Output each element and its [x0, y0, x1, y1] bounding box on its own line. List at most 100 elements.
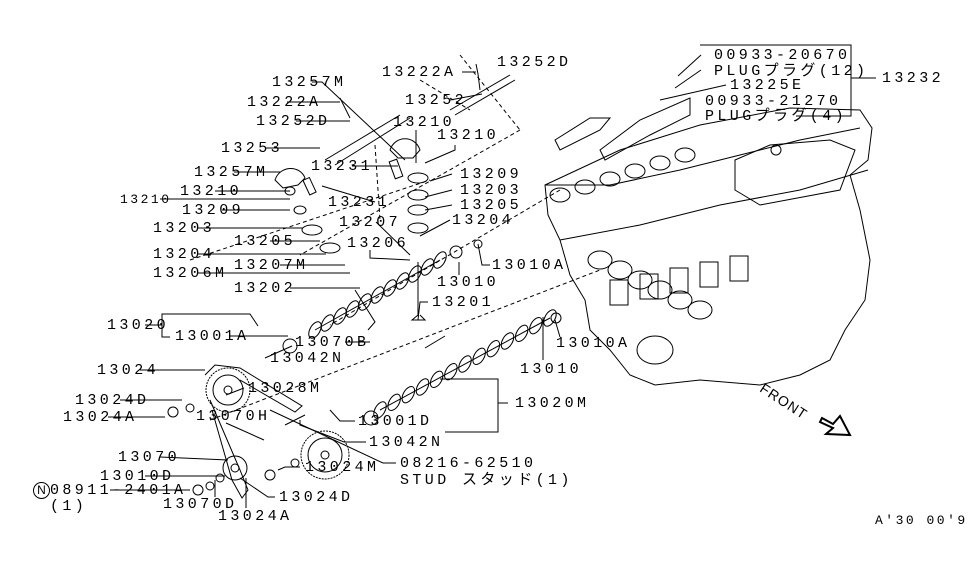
block-rib	[669, 267, 689, 294]
upper-camshaft-lobe	[308, 321, 322, 339]
intake-valve	[410, 262, 427, 321]
part-label: 08216-62510	[400, 455, 537, 472]
lower-camshaft-lobe	[514, 324, 529, 343]
part-label: 13203	[153, 220, 216, 237]
engine-block-outline	[544, 107, 873, 386]
lower-camshaft-lobe	[543, 309, 557, 327]
part-label: 13210	[437, 127, 500, 144]
leader-line	[424, 204, 453, 211]
plug-label-4: PLUGプラグ(4)	[705, 108, 848, 125]
washer	[449, 245, 463, 259]
lower-camshaft-lobe	[458, 355, 472, 373]
cam-sprocket	[300, 430, 350, 480]
leader-line	[419, 79, 471, 111]
block-boss	[587, 250, 613, 270]
upper-camshaft-lobe	[395, 272, 410, 290]
leader-line	[659, 84, 727, 101]
leader-line	[225, 422, 265, 441]
intake-port	[734, 139, 856, 206]
part-label: STUD スタッド(1)	[400, 472, 573, 489]
plug-part-number-2: 00933-21270	[705, 93, 842, 110]
leader-line	[424, 189, 453, 198]
plug-part-number-1: 00933-20670	[714, 47, 851, 64]
lower-camshaft-lobe	[415, 378, 430, 396]
part-label: 13020M	[515, 395, 590, 412]
part-label: 13024A	[218, 508, 293, 525]
upper-camshaft-lobe	[345, 300, 360, 318]
tensioner-pulley	[222, 455, 248, 481]
rocker-bolt	[339, 97, 351, 119]
part-label: 13020	[107, 317, 170, 334]
part-label: 13028M	[248, 380, 323, 397]
part-label: 13206M	[153, 265, 228, 282]
leader-line	[312, 81, 406, 161]
cylinder-head-edge	[545, 127, 861, 186]
part-label: 13024M	[305, 459, 380, 476]
leader-line	[477, 243, 490, 266]
part-label: 13024	[97, 362, 160, 379]
rocker-shaft	[324, 114, 401, 161]
block-boss	[607, 260, 633, 280]
upper-camshaft-lobe	[408, 265, 422, 283]
lower-camshaft-lobe	[373, 401, 387, 419]
lower-camshaft-lobe	[401, 385, 416, 404]
valve-collet	[293, 205, 307, 215]
leader-line	[189, 179, 431, 261]
part-label: 13070	[118, 449, 181, 466]
leader-line	[329, 409, 355, 422]
part-label: 13070H	[196, 408, 271, 425]
lower-camshaft-lobe	[472, 347, 486, 366]
rocker-arm	[274, 168, 306, 189]
leader-line	[369, 250, 411, 261]
valve-cover-plug-strip	[599, 97, 691, 161]
leader-line	[329, 189, 561, 326]
part-label: 13010D	[100, 468, 175, 485]
valve-cover-plug-strip	[554, 117, 612, 151]
part-label: 13257M	[194, 164, 269, 181]
washer	[215, 473, 225, 483]
port-opening	[599, 171, 621, 187]
block-rib	[639, 273, 659, 300]
cam-sprocket-hub	[307, 437, 343, 473]
valve-spring-coil	[407, 222, 429, 234]
crank-boss	[636, 335, 674, 365]
port-opening	[549, 187, 571, 203]
block-rib	[699, 261, 719, 288]
front-arrow-icon	[818, 414, 852, 437]
upper-camshaft-lobe	[370, 286, 385, 304]
port-opening	[574, 179, 596, 195]
washer	[282, 338, 298, 354]
leader-line	[459, 54, 521, 131]
cam-sprocket	[205, 367, 251, 413]
part-label: 13252D	[497, 54, 572, 71]
upper-camshaft-lobe	[433, 251, 447, 269]
leader-line	[374, 144, 381, 221]
part-label: 13252D	[256, 113, 331, 130]
leader-line	[269, 409, 396, 464]
part-label: 13257M	[272, 74, 347, 91]
exhaust-valve	[354, 289, 376, 331]
leader-line	[440, 378, 508, 404]
plug-box-outline	[700, 44, 852, 117]
part-label: 13010	[520, 361, 583, 378]
lower-camshaft-lobe	[387, 393, 401, 412]
part-label: 13222A	[247, 94, 322, 111]
lower-camshaft-lobe	[529, 316, 543, 335]
washer	[264, 469, 276, 481]
leader-line	[264, 345, 293, 359]
leader-line	[321, 185, 376, 203]
upper-camshaft-lobe	[420, 258, 435, 276]
washer	[185, 403, 195, 413]
leader-line	[314, 259, 441, 331]
part-label: 13205	[234, 233, 297, 250]
part-label: 13231	[328, 194, 391, 211]
part-label: 13209	[182, 202, 245, 219]
leader-line	[375, 221, 411, 256]
part-label: 13070D	[163, 496, 238, 513]
leader-line	[277, 466, 300, 471]
part-label: 13010A	[556, 335, 631, 352]
leader-line	[674, 69, 702, 89]
part-label: 13042N	[369, 434, 444, 451]
lower-camshaft-lobe	[500, 332, 515, 350]
